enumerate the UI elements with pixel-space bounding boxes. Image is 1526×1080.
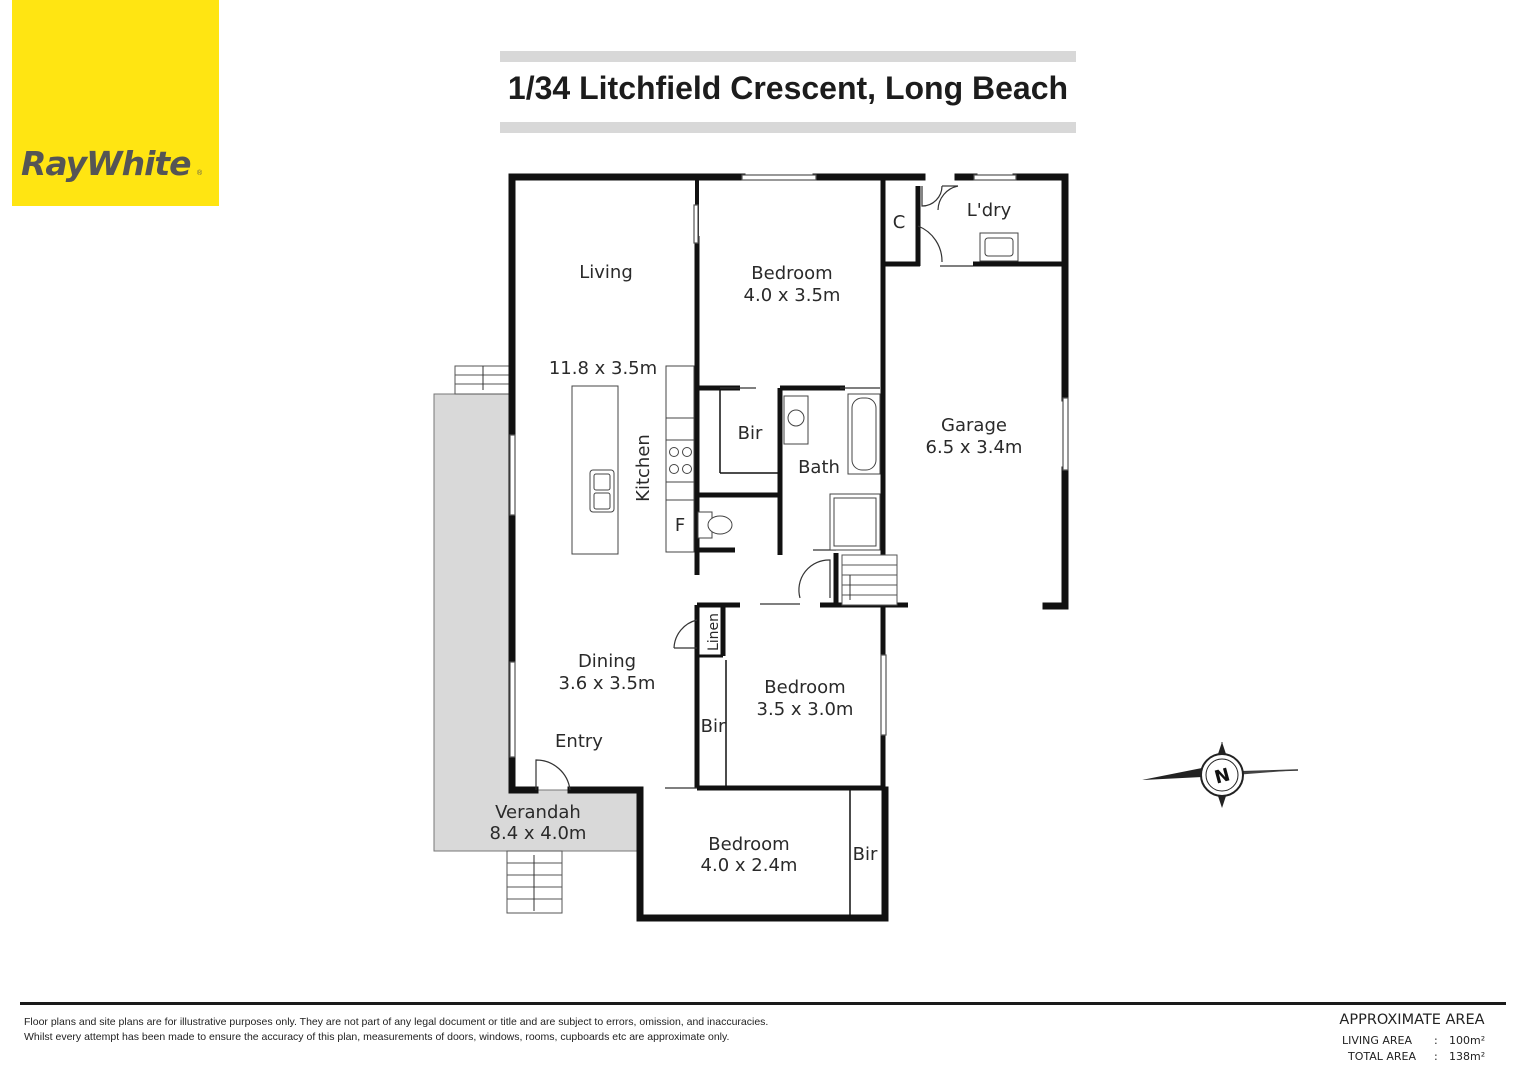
brand-logo [12, 0, 219, 206]
brand-registered-mark: ® [197, 170, 203, 177]
footer-rule [20, 1002, 1506, 1005]
north-arrow-icon: N [1142, 742, 1299, 808]
entry-label: Entry [555, 731, 603, 752]
garage-label: Garage [941, 415, 1007, 436]
kitchen-fittings [571, 365, 695, 555]
bir2-label: Bir [701, 716, 726, 737]
living-area-value: 100m² [1449, 1034, 1486, 1047]
room-labels: Living 11.8 x 3.5m Kitchen F Bedroom 4.0… [490, 200, 1023, 876]
living-dims: 11.8 x 3.5m [549, 358, 657, 379]
internal-stairs [841, 554, 898, 606]
dining-label: Dining [578, 651, 636, 672]
bathroom-fittings [697, 232, 1019, 551]
brand-name: RayWhite [21, 144, 192, 183]
bir1-label: Bir [738, 423, 763, 444]
bedroom2-dims: 3.5 x 3.0m [757, 699, 854, 720]
fridge-label: F [675, 515, 685, 536]
floor-plan: Living 11.8 x 3.5m Kitchen F Bedroom 4.0… [433, 173, 1299, 922]
compass-label: N [1212, 764, 1232, 788]
verandah-dims: 8.4 x 4.0m [490, 823, 587, 844]
title-rule-bottom [500, 122, 1076, 133]
living-area-sep: : [1434, 1034, 1438, 1047]
living-area-label: LIVING AREA [1342, 1034, 1413, 1047]
total-area-value: 138m² [1449, 1050, 1486, 1063]
living-label: Living [579, 262, 633, 283]
disclaimer-line-2: Whilst every attempt has been made to en… [24, 1031, 730, 1043]
linen-label: Linen [706, 613, 722, 651]
bedroom3-label: Bedroom [708, 834, 789, 855]
bir3-label: Bir [853, 844, 878, 865]
laundry-label: L'dry [967, 200, 1012, 221]
total-area-label: TOTAL AREA [1348, 1050, 1417, 1063]
windows [509, 174, 1069, 758]
exterior-walls [508, 173, 1069, 922]
bedroom1-dims: 4.0 x 3.5m [744, 285, 841, 306]
bedroom3-dims: 4.0 x 2.4m [701, 855, 798, 876]
area-title: APPROXIMATE AREA [1339, 1012, 1485, 1028]
title-rule-top [500, 51, 1076, 62]
page-title: 1/34 Litchfield Crescent, Long Beach [507, 70, 1069, 106]
dining-dims: 3.6 x 3.5m [559, 673, 656, 694]
disclaimer-line-1: Floor plans and site plans are for illus… [24, 1016, 769, 1028]
total-area-sep: : [1434, 1050, 1438, 1063]
kitchen-label: Kitchen [633, 434, 654, 502]
bedroom1-label: Bedroom [751, 263, 832, 284]
verandah-label: Verandah [495, 802, 581, 823]
bedroom2-label: Bedroom [764, 677, 845, 698]
garage-dims: 6.5 x 3.4m [926, 437, 1023, 458]
cupboard-label: C [893, 212, 906, 233]
bath-label: Bath [798, 457, 840, 478]
